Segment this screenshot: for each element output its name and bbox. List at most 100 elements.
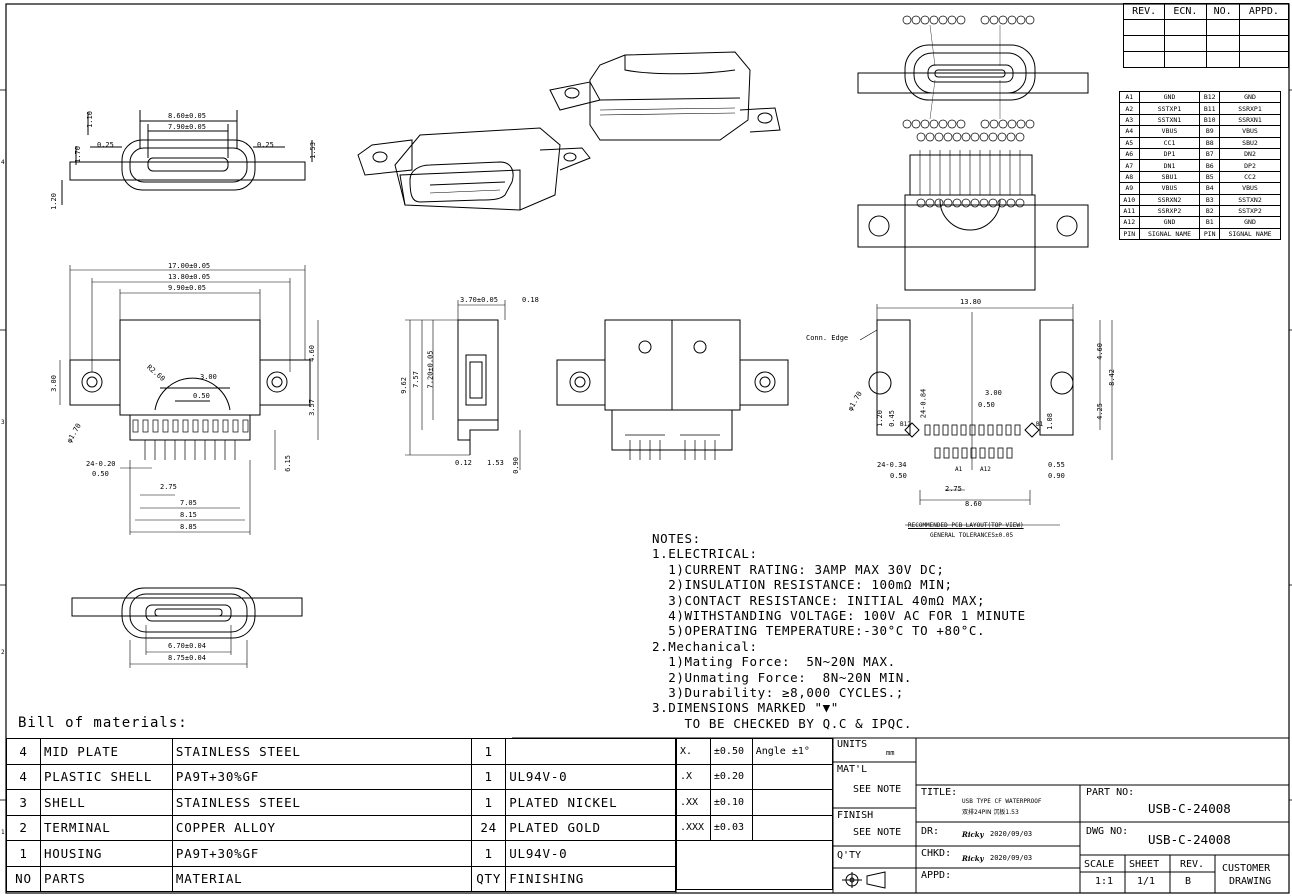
dim-label: 0.50 <box>92 470 109 478</box>
dim-label: 2.75 <box>160 483 177 491</box>
signal-cell: GND <box>1219 90 1281 104</box>
pin-cell: B4 <box>1199 182 1220 195</box>
dim-label: 7.20±0.05 <box>426 350 435 389</box>
tolerance-cell: .XXX <box>676 814 711 841</box>
signal-cell: VBUS <box>1138 125 1201 138</box>
dim-label: 3.70±0.05 <box>460 296 498 304</box>
title-block-frame <box>512 737 1289 893</box>
note-line: 3)CONTACT RESISTANCE: INITIAL 40mΩ MAX; <box>652 592 986 608</box>
dim-label: 7.05 <box>180 499 197 507</box>
pin-cell: A5 <box>1119 136 1140 149</box>
signal-cell: SSTXN1 <box>1138 113 1201 127</box>
bom-cell: FINISHING <box>505 865 676 892</box>
dr-date: 2020/09/03 <box>990 830 1033 838</box>
dim-label: 8.60±0.05 <box>168 112 206 120</box>
dim-label: 0.45 <box>887 410 896 427</box>
bom-cell: UL94V-0 <box>505 840 676 867</box>
top-view-connector <box>61 110 313 205</box>
pin-cell: B6 <box>1199 159 1220 172</box>
ecn-header: ECN. <box>1164 3 1207 20</box>
bom-cell: PLASTIC SHELL <box>39 763 173 790</box>
dim-label: 8.85 <box>180 523 197 531</box>
partno-value: USB-C-24008 <box>1148 801 1231 816</box>
dim-label: 7.57 <box>411 371 420 388</box>
pin-cell: B1 <box>1199 216 1220 229</box>
bom-cell: 4 <box>6 763 41 790</box>
front-face-view <box>71 587 303 668</box>
pin-cell: A3 <box>1119 113 1140 127</box>
mid-front-view <box>556 319 789 460</box>
note-line: 4)WITHSTANDING VOLTAGE: 100V AC FOR 1 MI… <box>652 608 1026 624</box>
tolerance-cell: ±0.20 <box>709 763 753 790</box>
dim-label: 4.60 <box>307 345 316 362</box>
signal-cell: SBU2 <box>1219 136 1281 149</box>
pcb-pin-label: A12 <box>980 466 991 473</box>
bom-cell: 1 <box>471 738 507 765</box>
bom-cell: 2 <box>6 814 41 841</box>
pin-cell: A1 <box>1119 90 1140 104</box>
signal-cell: VBUS <box>1219 182 1281 195</box>
dim-label: 8.60 <box>965 500 982 508</box>
signal-cell: VBUS <box>1138 182 1201 195</box>
pcb-conn-edge-label: Conn. Edge <box>806 334 849 342</box>
tolerance-row <box>676 840 833 890</box>
isometric-view-back <box>549 51 781 141</box>
dim-label: 0.90 <box>1048 472 1065 480</box>
dim-label: 8.75±0.04 <box>168 654 206 662</box>
customer-label: CUSTOMER <box>1222 863 1271 874</box>
tolerance-row: .XX±0.10 <box>676 789 834 816</box>
dwgno-label: DWG NO: <box>1086 826 1129 837</box>
bom-cell <box>505 738 676 765</box>
dim-label: 7.90±0.05 <box>168 123 206 131</box>
dim-label: 24-0.84 <box>919 388 928 419</box>
pin-cell: A6 <box>1119 147 1140 161</box>
dr-label: DR: <box>921 826 940 837</box>
notes-block: NOTES:1.ELECTRICAL: 1)CURRENT RATING: 3A… <box>652 531 1026 731</box>
pin-cell: A11 <box>1119 204 1140 218</box>
dim-label: 0.50 <box>193 392 210 400</box>
dim-label: 1.53 <box>308 142 317 159</box>
sheet-border <box>5 3 1290 894</box>
pin-cell: PIN <box>1199 227 1220 241</box>
signal-cell: VBUS <box>1219 125 1281 138</box>
bom-cell: 1 <box>471 763 507 790</box>
matl-label: MAT'L <box>837 764 868 775</box>
signal-cell: GND <box>1219 216 1281 229</box>
tolerance-cell: ±0.10 <box>709 789 753 816</box>
signal-cell: SSRXP1 <box>1219 102 1281 115</box>
no-header: NO. <box>1205 3 1240 20</box>
sheet-value: 1/1 <box>1137 876 1156 887</box>
note-line: NOTES: <box>652 531 701 546</box>
dim-label: 4.60 <box>1095 343 1104 360</box>
signal-cell: CC2 <box>1219 170 1281 184</box>
finish-value: SEE NOTE <box>853 827 902 838</box>
tolerance-cell: .X <box>676 763 711 790</box>
bom-cell: 1 <box>471 789 507 816</box>
title-line1: USB TYPE CF WATERPROOF <box>962 798 1042 805</box>
dim-label: 9.90±0.05 <box>168 284 206 292</box>
appd-label: APPD: <box>921 870 952 881</box>
signal-cell: SIGNAL NAME <box>1219 227 1281 241</box>
dim-label: 0.25 <box>97 141 114 149</box>
dim-label: 1.53 <box>487 459 504 467</box>
units-label: UNITS <box>837 739 868 750</box>
units-value: mm <box>886 749 895 757</box>
pin-cell: B3 <box>1199 193 1220 206</box>
pin-cell: B2 <box>1199 204 1220 218</box>
signal-cell: SIGNAL NAME <box>1138 227 1201 241</box>
appd-header: APPD. <box>1238 3 1290 20</box>
signal-cell: SSTXP1 <box>1138 102 1201 115</box>
bom-cell: PA9T+30%GF <box>171 763 473 790</box>
pin-cell: PIN <box>1119 227 1140 241</box>
signal-cell: SSRXN1 <box>1219 113 1281 127</box>
pcb-pin-label: B12 <box>900 421 911 428</box>
